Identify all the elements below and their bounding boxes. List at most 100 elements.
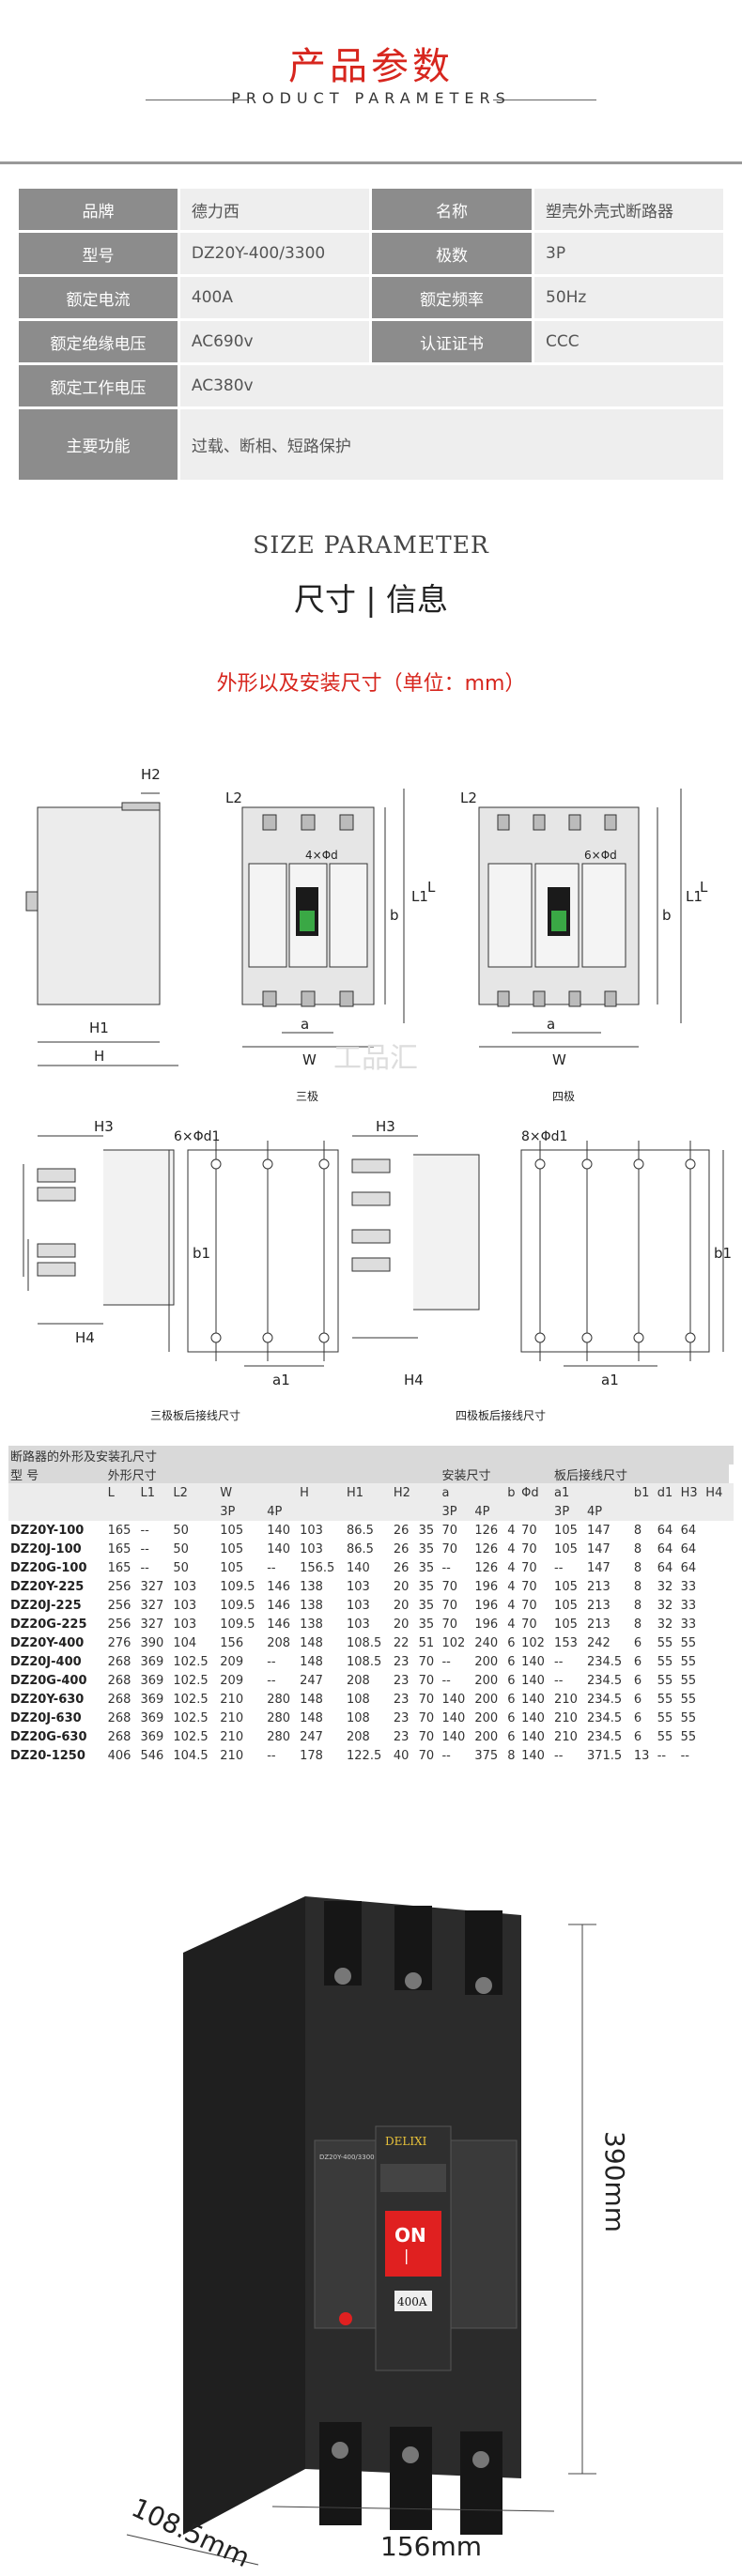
value-cell: 103 [347, 1617, 370, 1632]
value-cell: 50 [173, 1523, 189, 1538]
value-cell: 140 [521, 1710, 545, 1725]
value-cell: 210 [220, 1748, 244, 1763]
value-cell: 35 [418, 1541, 435, 1556]
value-cell: 8 [633, 1523, 642, 1538]
value-cell: 70 [418, 1710, 435, 1725]
sub-header: 3P [218, 1502, 266, 1521]
value-cell: 200 [474, 1692, 499, 1707]
table-row: 品牌 德力西 名称 塑壳外壳式断路器 [16, 186, 726, 233]
value-cell: 208 [347, 1729, 370, 1744]
value-cell: 23 [393, 1673, 410, 1688]
model-cell: DZ20Y-100 [10, 1523, 85, 1538]
value-cell: 35 [418, 1560, 435, 1575]
value-cell: 102.5 [173, 1692, 209, 1707]
value-cell: 256 [107, 1579, 131, 1594]
col-header: b1 [631, 1483, 656, 1502]
value-cell: 256 [107, 1617, 131, 1632]
value-cell: -- [554, 1654, 564, 1669]
value-cell: 102 [441, 1635, 466, 1650]
table-col-row: L L1 L2 W H H1 H2 a b Φd a1 b1 d1 H3 H4 [8, 1483, 734, 1502]
dim-label: a1 [272, 1372, 290, 1388]
spec-key: 额定电流 [16, 274, 180, 321]
value-cell: 148 [300, 1635, 323, 1650]
model-cell: DZ20G-400 [10, 1673, 87, 1688]
value-cell: 369 [140, 1692, 164, 1707]
value-cell: 369 [140, 1654, 164, 1669]
value-cell: 105 [220, 1560, 244, 1575]
value-cell: 268 [107, 1710, 131, 1725]
value-cell: 4 [507, 1541, 516, 1556]
value-cell: 4 [507, 1579, 516, 1594]
value-cell: 33 [680, 1598, 697, 1613]
dim-label: W [302, 1051, 317, 1068]
value-cell: 55 [657, 1673, 673, 1688]
value-cell: 108.5 [347, 1635, 382, 1650]
spec-value: 50Hz [532, 274, 726, 321]
value-cell: 23 [393, 1729, 410, 1744]
sub-header: 3P [440, 1502, 473, 1521]
value-cell: 33 [680, 1617, 697, 1632]
dim-label: L2 [225, 790, 242, 806]
value-cell: 26 [393, 1541, 410, 1556]
value-cell: -- [441, 1748, 451, 1763]
value-cell: 103 [173, 1617, 197, 1632]
table-row: 额定绝缘电压 AC690v 认证证书 CCC [16, 318, 726, 365]
value-cell: 6 [633, 1635, 642, 1650]
value-cell: 234.5 [586, 1729, 623, 1744]
value-cell: 140 [267, 1541, 291, 1556]
spec-value: 400A [177, 274, 373, 321]
value-cell: 102.5 [173, 1673, 209, 1688]
value-cell: 103 [300, 1523, 323, 1538]
value-cell: 165 [107, 1560, 131, 1575]
value-cell: 70 [441, 1523, 458, 1538]
group-header: 外形尺寸 [105, 1464, 441, 1483]
dim-label: 6×Φd [584, 849, 617, 862]
value-cell: 196 [474, 1579, 499, 1594]
value-cell: 210 [220, 1729, 244, 1744]
value-cell: 6 [507, 1673, 516, 1688]
value-cell: 147 [586, 1560, 611, 1575]
value-cell: 148 [300, 1710, 323, 1725]
col-header: a1 [552, 1483, 632, 1502]
col-header: L [105, 1483, 139, 1502]
col-header: H3 [678, 1483, 704, 1502]
value-cell: 70 [521, 1560, 537, 1575]
value-cell: 8 [633, 1560, 642, 1575]
dim-label: b1 [714, 1245, 732, 1262]
value-cell: 8 [633, 1579, 642, 1594]
value-cell: 70 [441, 1598, 458, 1613]
dim-label: a1 [601, 1372, 619, 1388]
value-cell: 369 [140, 1673, 164, 1688]
value-cell: 280 [267, 1710, 291, 1725]
value-cell: 55 [657, 1692, 673, 1707]
value-cell: 371.5 [586, 1748, 623, 1763]
value-cell: 103 [173, 1598, 197, 1613]
value-cell: -- [657, 1748, 667, 1763]
value-cell: 208 [347, 1673, 370, 1688]
value-cell: 138 [300, 1579, 323, 1594]
value-cell: 64 [680, 1541, 697, 1556]
value-cell: 147 [586, 1541, 611, 1556]
dim-label: L2 [460, 790, 477, 806]
value-cell: 375 [474, 1748, 499, 1763]
value-cell: 146 [267, 1579, 291, 1594]
value-cell: 256 [107, 1598, 131, 1613]
dim-label: W [552, 1051, 566, 1068]
value-cell: 70 [521, 1541, 537, 1556]
model-cell: DZ20-1250 [10, 1748, 85, 1763]
dim-label: a [301, 1016, 309, 1033]
value-cell: 140 [441, 1729, 466, 1744]
spec-value: 3P [532, 230, 726, 277]
value-cell: 20 [393, 1579, 410, 1594]
value-cell: 22 [393, 1635, 410, 1650]
value-cell: 210 [220, 1710, 244, 1725]
col-header: H1 [345, 1483, 392, 1502]
dim-label: L [427, 879, 436, 896]
value-cell: 109.5 [220, 1617, 255, 1632]
value-cell: 148 [300, 1692, 323, 1707]
header-divider [0, 161, 742, 164]
